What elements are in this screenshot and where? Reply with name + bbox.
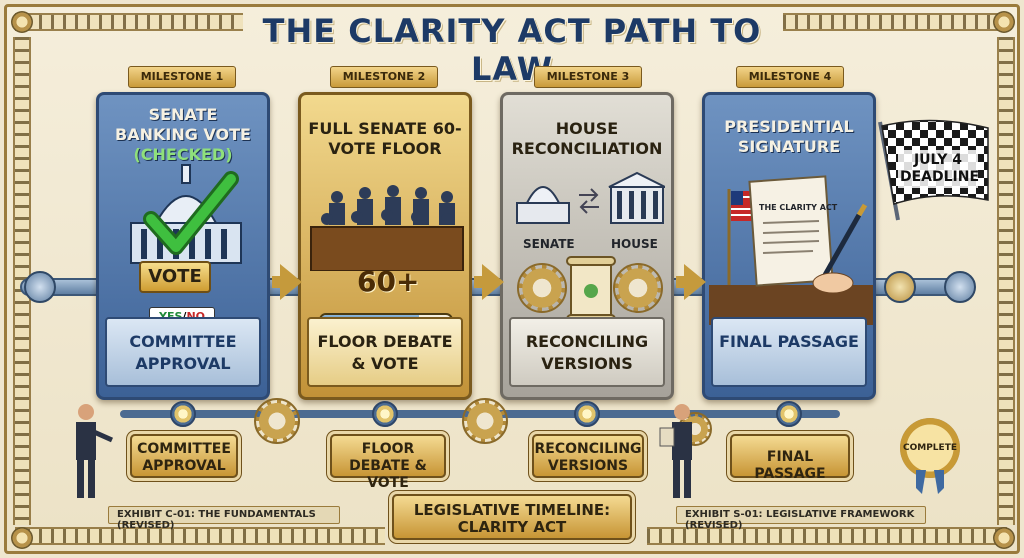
card-3-footer: RECONCILING VERSIONS: [509, 317, 665, 387]
vote-threshold: 60+: [357, 265, 420, 298]
greek-border-top-left: [15, 13, 243, 31]
plaque-committee-approval: COMMITTEE APPROVAL: [130, 434, 238, 478]
milestone-card-2: FULL SENATE 60-VOTE FLOOR 60+ FLOOR DEBA…: [298, 92, 472, 400]
greek-border-top-right: [783, 13, 1007, 31]
exhibit-label-right: EXHIBIT S-01: LEGISLATIVE FRAMEWORK (REV…: [676, 506, 926, 531]
senate-label: SENATE: [523, 237, 575, 251]
milestone-tag-1: MILESTONE 1: [128, 66, 236, 88]
timeline-node-3: [574, 401, 600, 427]
card-4-heading: PRESIDENTIAL SIGNATURE: [724, 117, 854, 156]
deadline-flag-label: JULY 4 DEADLINE: [898, 150, 979, 188]
document-title: THE CLARITY ACT: [759, 203, 838, 212]
card-1-footer: COMMITTEE APPROVAL: [105, 317, 261, 387]
corner-rosette-icon: [11, 527, 33, 549]
corner-rosette-icon: [993, 527, 1015, 549]
card-2-footer: FLOOR DEBATE & VOTE: [307, 317, 463, 387]
scroll-icon: [566, 256, 616, 324]
card-2-heading: FULL SENATE 60-VOTE FLOOR: [308, 119, 462, 158]
card-1-heading-text: SENATE BANKING VOTE: [115, 105, 251, 144]
greek-border-bottom-left: [15, 527, 385, 545]
vote-box: VOTE: [139, 261, 211, 293]
presenter-figure-icon: [76, 404, 114, 498]
senate-house-exchange-icon: [516, 171, 665, 224]
card-1-heading-accent: (CHECKED): [133, 145, 233, 164]
plaque-floor-debate: FLOOR DEBATE & VOTE: [330, 434, 446, 491]
milestone-tag-3: MILESTONE 3: [534, 66, 642, 88]
arrow-stem: [676, 276, 686, 288]
signing-scene-icon: [709, 175, 873, 325]
badge-ribbon-icon: [916, 470, 944, 494]
senate-chamber-icon: [310, 185, 464, 271]
timeline-node-2: [372, 401, 398, 427]
poster-title: THE CLARITY ACT PATH TO LAW: [262, 12, 762, 88]
gear-icon: [254, 398, 300, 444]
arrow-stem: [474, 276, 484, 288]
capitol-check-icon: [130, 164, 242, 264]
card-1-heading: SENATE BANKING VOTE (CHECKED): [99, 105, 267, 165]
milestone-card-4: PRESIDENTIAL SIGNATURE THE CLARITY ACT F…: [702, 92, 876, 400]
presenter-figure-icon: [659, 404, 692, 498]
complete-badge-label: COMPLETE: [903, 443, 957, 453]
arrow-right-icon: [280, 264, 302, 300]
corner-rosette-icon: [11, 11, 33, 33]
plaque-final-passage: FINAL PASSAGE: [730, 434, 850, 482]
rail-goal-node: [884, 271, 916, 303]
corner-rosette-icon: [993, 11, 1015, 33]
card-4-footer: FINAL PASSAGE: [711, 317, 867, 387]
milestone-tag-4: MILESTONE 4: [736, 66, 844, 88]
gear-icon: [462, 398, 508, 444]
timeline-node-4: [776, 401, 802, 427]
house-label: HOUSE: [611, 237, 658, 251]
card-3-heading: HOUSE RECONCILIATION: [511, 119, 663, 158]
rail-end-cap-left: [24, 271, 56, 303]
center-timeline-plaque: LEGISLATIVE TIMELINE: CLARITY ACT: [392, 494, 632, 540]
arrow-right-icon: [684, 264, 706, 300]
arrow-right-icon: [482, 264, 504, 300]
complete-badge: COMPLETE: [900, 418, 960, 478]
rail-end-cap-right: [944, 271, 976, 303]
milestone-tag-2: MILESTONE 2: [330, 66, 438, 88]
milestone-card-1: SENATE BANKING VOTE (CHECKED) VOTE YES/N…: [96, 92, 270, 400]
gear-icon: [613, 263, 663, 313]
yes-no-separator: /: [182, 310, 186, 323]
timeline-node-1: [170, 401, 196, 427]
greek-border-bottom-right: [647, 527, 1007, 545]
gear-icon: [517, 263, 567, 313]
arrow-stem: [272, 276, 282, 288]
milestone-card-3: HOUSE RECONCILIATION SENATE HOUSE RECONC…: [500, 92, 674, 400]
greek-border-right: [997, 37, 1015, 525]
exhibit-label-left: EXHIBIT C-01: THE FUNDAMENTALS (REVISED): [108, 506, 340, 531]
plaque-reconciling-versions: RECONCILING VERSIONS: [532, 434, 644, 478]
